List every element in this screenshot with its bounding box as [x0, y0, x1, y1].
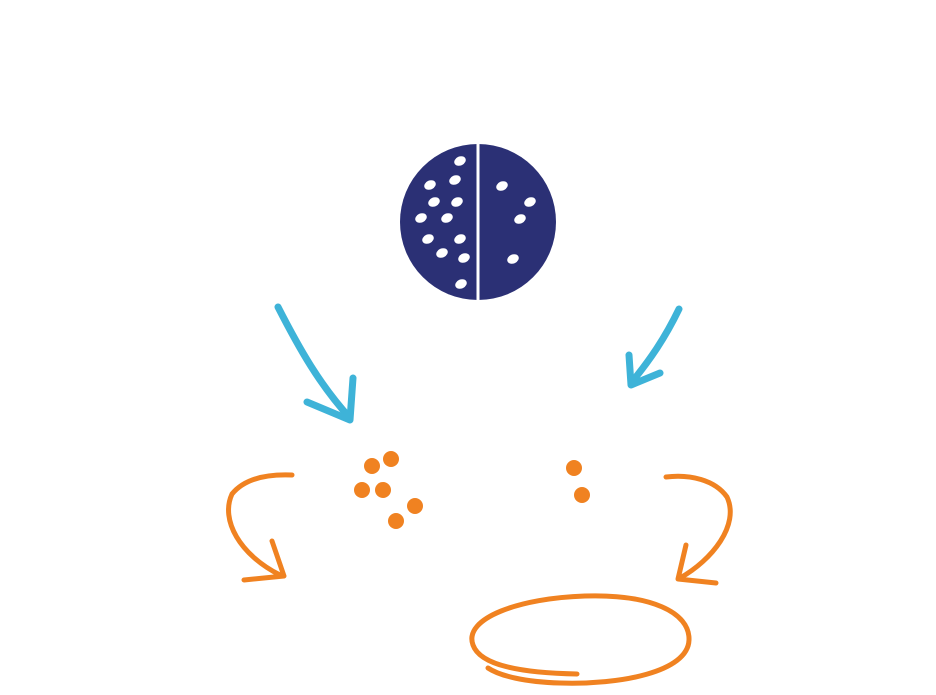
seed — [506, 253, 520, 265]
orange-arrow-right-head — [675, 542, 719, 586]
orange-dot — [354, 482, 370, 498]
orange-arrow-left — [226, 472, 295, 583]
blue-arrow-left — [274, 303, 357, 424]
blue-arrow-right-shaft — [627, 305, 683, 387]
seed — [453, 233, 467, 245]
bottom-orange-loop — [469, 593, 692, 686]
orange-dot — [407, 498, 423, 514]
orange-arrow-left-curve — [226, 472, 295, 578]
seed — [457, 252, 471, 264]
right-half-seeds — [495, 180, 537, 265]
orange-dot — [566, 460, 582, 476]
seed — [513, 213, 527, 225]
left-orange-dot-group — [354, 451, 423, 529]
blue-arrow-right — [625, 305, 683, 389]
right-orange-dot-group — [566, 460, 590, 503]
orange-dot — [375, 482, 391, 498]
bottom-loop-path — [469, 593, 692, 686]
seed — [448, 174, 462, 186]
left-half-seeds — [414, 155, 471, 290]
seed — [414, 212, 428, 224]
seed — [435, 247, 449, 259]
blue-arrow-left-head — [303, 374, 357, 424]
seed — [495, 180, 509, 192]
split-circle — [400, 144, 556, 300]
orange-arrow-left-head — [241, 538, 287, 583]
seed — [450, 196, 464, 208]
seed — [423, 179, 437, 191]
orange-dot — [383, 451, 399, 467]
orange-dot — [388, 513, 404, 529]
seed — [440, 212, 454, 224]
seed — [523, 196, 537, 208]
orange-dot — [364, 458, 380, 474]
orange-dot — [574, 487, 590, 503]
seed — [454, 278, 468, 290]
seed — [421, 233, 435, 245]
blue-arrow-right-head — [625, 351, 664, 389]
seed — [453, 155, 467, 167]
orange-arrow-right — [663, 473, 733, 586]
blue-arrow-left-shaft — [274, 303, 354, 422]
orange-arrow-right-curve — [663, 473, 733, 581]
seed — [427, 196, 441, 208]
